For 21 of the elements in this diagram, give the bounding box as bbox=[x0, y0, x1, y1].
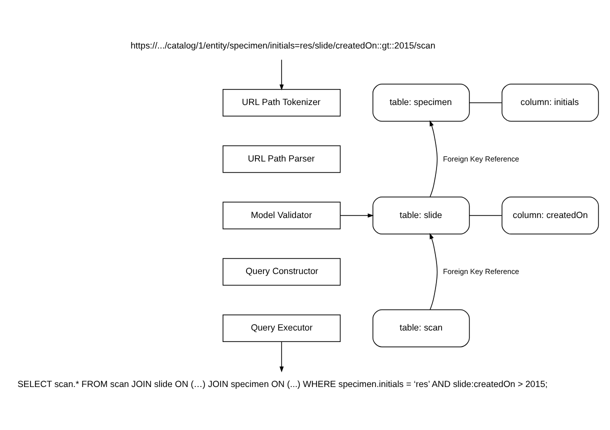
arrow bbox=[430, 120, 438, 197]
node-box: URL Path Tokenizer bbox=[222, 88, 341, 116]
node-box: Model Validator bbox=[222, 201, 341, 229]
node-box: table: slide bbox=[372, 196, 470, 234]
connector bbox=[469, 102, 502, 103]
edge-label: Foreign Key Reference bbox=[443, 266, 520, 276]
node-box: Query Executor bbox=[222, 314, 341, 342]
arrow bbox=[340, 212, 374, 218]
node-box: Query Constructor bbox=[222, 258, 341, 286]
connector bbox=[469, 214, 502, 216]
edge-label: Foreign Key Reference bbox=[443, 154, 520, 163]
node-box: table: specimen bbox=[372, 83, 470, 122]
node-text: https://.../catalog/1/entity/specimen/initials=res/slide/createdOn::gt::2015/scan bbox=[130, 40, 436, 50]
node-box: table: scan bbox=[372, 308, 470, 347]
node-text: SELECT scan.* FROM scan JOIN slide ON (…) JOIN specimen ON (...) WHERE specimen.initials = ‘res’ AND slide:createdOn > 2015; bbox=[17, 378, 548, 388]
node-box: URL Path Parser bbox=[222, 144, 341, 172]
arrow bbox=[280, 58, 284, 90]
node-box: column: initials bbox=[502, 83, 599, 122]
arrow bbox=[430, 232, 438, 310]
arrow bbox=[280, 340, 284, 372]
node-box: column: createdOn bbox=[502, 196, 599, 234]
